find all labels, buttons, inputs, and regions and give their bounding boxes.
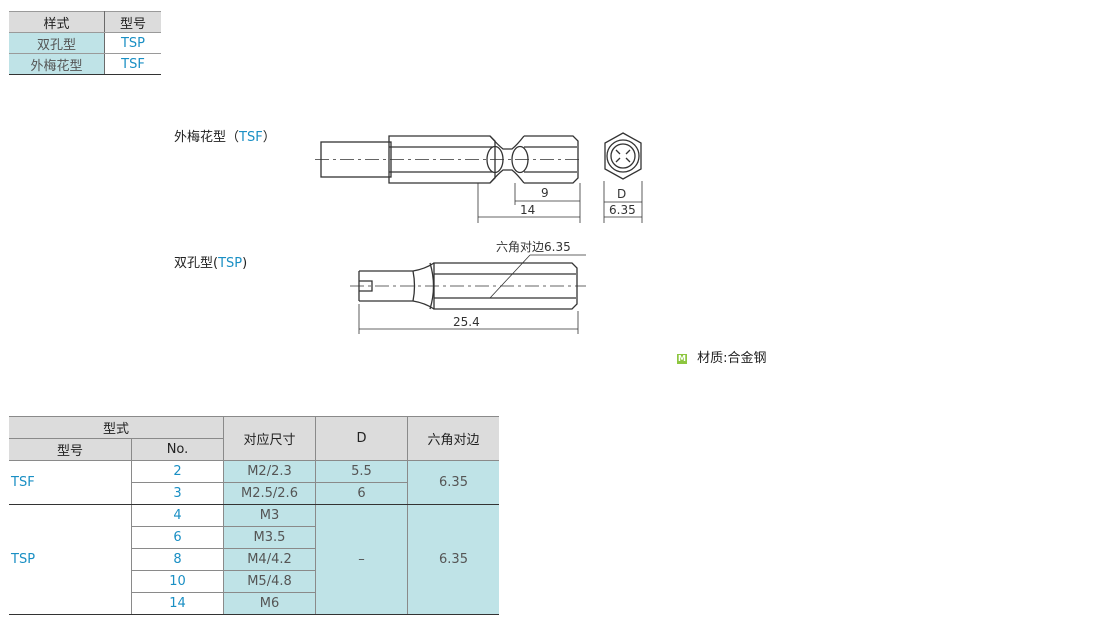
no-header: No.	[131, 438, 224, 461]
model-header: 型号	[9, 438, 132, 461]
group-header: 型式	[9, 416, 224, 439]
model-cell: TSF	[104, 53, 161, 75]
table-row: TSF 2 M2/2.3 5.5 6.35	[9, 460, 499, 505]
table-row: 3 M2.5/2.6 6	[9, 482, 499, 505]
material-note: M 材质:合金钢	[677, 347, 767, 366]
dim-d: D	[617, 187, 626, 201]
material-icon: M	[677, 353, 687, 364]
size-cell: M4/4.2	[223, 548, 316, 571]
tsp-label-suffix: )	[242, 256, 248, 271]
spec-table: 型式 对应尺寸 D 六角对边 型号 No. TSF 2 M2/2.3 5.5 6…	[9, 416, 499, 615]
size-header: 对应尺寸	[223, 416, 316, 461]
dim-25-4: 25.4	[453, 315, 480, 329]
table-row: 双孔型 TSP	[9, 32, 161, 54]
no-cell: 10	[131, 570, 224, 593]
size-cell: M3.5	[223, 526, 316, 549]
hex-cell: 6.35	[407, 460, 499, 505]
dim-6-35: 6.35	[609, 203, 636, 217]
table-row: 6 M3.5	[9, 526, 499, 549]
dim-9: 9	[541, 186, 549, 200]
no-cell: 8	[131, 548, 224, 571]
hex-note-leader	[489, 254, 531, 299]
style-header: 样式	[9, 11, 105, 33]
dim-14: 14	[520, 203, 535, 217]
no-cell: 6	[131, 526, 224, 549]
tsf-model-cell: TSF	[9, 460, 132, 505]
d-cell: 6	[315, 482, 408, 505]
tsp-label-model: TSP	[218, 256, 243, 271]
no-cell: 3	[131, 482, 224, 505]
size-cell: M2/2.3	[223, 460, 316, 483]
d-cell: 5.5	[315, 460, 408, 483]
tsf-shank	[320, 141, 392, 178]
hex-note: 六角对边6.35	[496, 240, 571, 254]
d-header: D	[315, 416, 408, 461]
tsf-diagram-label: 外梅花型（TSF）	[174, 126, 276, 145]
tsf-bit-drawing: 9 14 D 6.35	[315, 132, 643, 223]
table-row: 10 M5/4.8	[9, 570, 499, 593]
model-header: 型号	[104, 11, 161, 33]
size-cell: M2.5/2.6	[223, 482, 316, 505]
table-row: 8 M4/4.2	[9, 548, 499, 571]
style-table-header: 样式 型号	[9, 11, 161, 33]
d-cell: –	[315, 504, 408, 615]
tsp-bit-drawing: 六角对边6.35 25.4	[350, 240, 586, 334]
style-cell: 双孔型	[9, 32, 105, 54]
size-cell: M6	[223, 592, 316, 615]
tsf-end-view-hex	[604, 132, 642, 180]
tsp-model-cell: TSP	[9, 504, 132, 615]
tsp-diagram-label: 双孔型(TSP)	[174, 252, 247, 271]
style-cell: 外梅花型	[9, 53, 105, 75]
table-row: TSP 4 M3 – 6.35	[9, 504, 499, 615]
tsf-label-prefix: 外梅花型（	[174, 130, 240, 145]
no-cell: 14	[131, 592, 224, 615]
no-cell: 2	[131, 460, 224, 483]
tsf-label-suffix: ）	[262, 130, 276, 145]
tsp-hex-body	[433, 262, 578, 310]
size-cell: M5/4.8	[223, 570, 316, 593]
hex-header: 六角对边	[407, 416, 499, 461]
size-cell: M3	[223, 504, 316, 527]
no-cell: 4	[131, 504, 224, 527]
tsp-label-prefix: 双孔型(	[174, 256, 219, 271]
table-row: 外梅花型 TSF	[9, 53, 161, 75]
tsf-label-model: TSF	[239, 130, 263, 145]
hex-cell: 6.35	[407, 504, 499, 615]
table-row: 14 M6	[9, 592, 499, 615]
style-table: 样式 型号 双孔型 TSP 外梅花型 TSF	[9, 11, 161, 75]
model-cell: TSP	[104, 32, 161, 54]
material-text: 材质:合金钢	[697, 351, 767, 366]
